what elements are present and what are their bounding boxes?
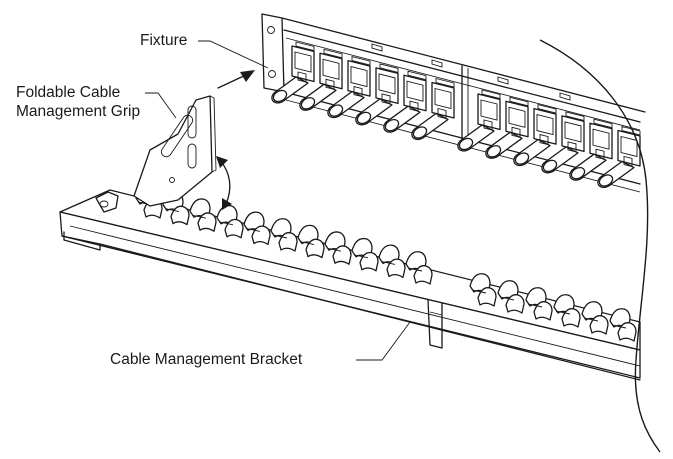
foldable-grip-label-line2: Management Grip (16, 103, 141, 120)
leader-line-bracket (356, 321, 411, 361)
port-array (271, 41, 641, 189)
port-with-plug (411, 77, 455, 141)
port-with-plug (485, 96, 529, 159)
cable-bracket-label: Cable Management Bracket (110, 351, 303, 368)
finger-clip (351, 237, 379, 272)
finger-clip (581, 301, 609, 335)
finger-clip-array (135, 185, 637, 342)
port-with-plug (569, 118, 613, 181)
port-with-plug (597, 125, 641, 189)
port-with-plug (355, 63, 399, 126)
finger-clip (525, 287, 553, 321)
fold-arrow (216, 156, 232, 210)
finger-clip (497, 280, 525, 314)
foldable-cable-management-grip (133, 95, 217, 207)
port-with-plug (541, 111, 585, 174)
port-with-plug (383, 70, 427, 133)
cutaway-boundary-line (539, 39, 661, 453)
leader-line-fixture (198, 40, 269, 69)
finger-clip (243, 211, 271, 246)
foldable-grip-label-line1: Foldable Cable (16, 84, 121, 101)
finger-clip (270, 218, 298, 252)
port-with-plug (271, 41, 315, 104)
finger-clip (216, 204, 244, 239)
finger-clip (469, 273, 497, 307)
fixture-label: Fixture (140, 32, 188, 49)
insert-arrow (217, 70, 255, 89)
finger-clip (189, 198, 217, 232)
finger-clip (609, 308, 637, 342)
leader-line-grip (145, 92, 177, 119)
port-with-plug (513, 104, 557, 167)
port-with-plug (327, 56, 371, 119)
port-with-plug (457, 89, 501, 152)
finger-clip (297, 224, 325, 259)
finger-clip (324, 231, 352, 265)
cable-management-bracket (59, 189, 641, 381)
finger-clip (405, 251, 433, 285)
finger-clip (378, 244, 406, 279)
finger-clip (553, 294, 581, 328)
foldable-grip-label: Foldable Cable Management Grip (16, 83, 140, 121)
port-with-plug (299, 48, 343, 111)
